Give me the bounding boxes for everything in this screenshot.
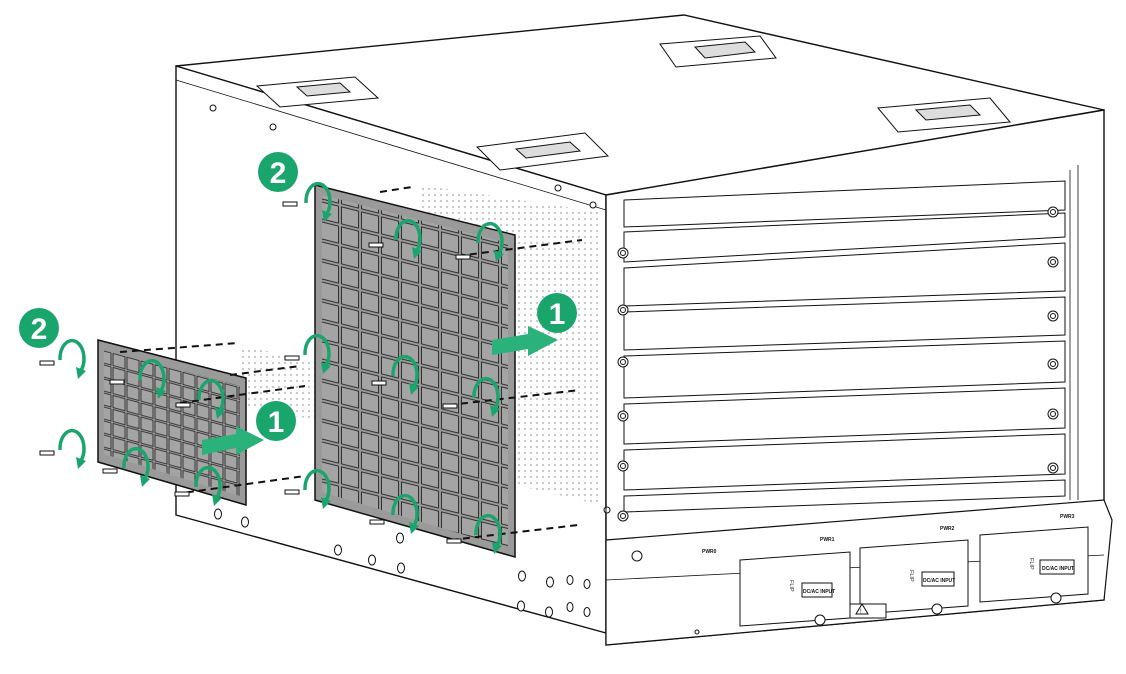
psu-flip-label: FLIP bbox=[788, 580, 794, 592]
clockwise-rotate-arrow-icon bbox=[58, 181, 504, 549]
psu-flip-label: FLIP bbox=[1028, 558, 1034, 570]
psu-flip-label: FLIP bbox=[908, 570, 914, 582]
dashed-leader-lines bbox=[119, 186, 583, 541]
psu-input-label: DC/AC INPUT bbox=[803, 589, 835, 595]
screw-icon bbox=[39, 201, 471, 544]
psu-modules bbox=[739, 526, 1089, 627]
psu-label-pwr1: PWR1 bbox=[820, 537, 835, 543]
psu-label-pwr0: PWR0 bbox=[702, 549, 717, 555]
step-number: 2 bbox=[31, 313, 48, 346]
vent-lower bbox=[240, 345, 315, 420]
top-handle bbox=[255, 35, 1011, 171]
svg-text:!: ! bbox=[860, 609, 862, 615]
step-badge: 2 bbox=[258, 152, 298, 192]
step-badge: 1 bbox=[256, 401, 296, 441]
psu-label-pwr2: PWR2 bbox=[940, 526, 955, 532]
psu-input-label: DC/AC INPUT bbox=[1042, 566, 1074, 572]
psu-input-label: DC/AC INPUT bbox=[923, 578, 955, 584]
step-number: 1 bbox=[268, 406, 285, 439]
rotate-arrowheads bbox=[76, 210, 504, 554]
step-number: 2 bbox=[270, 157, 287, 190]
step-badge: 2 bbox=[19, 308, 59, 348]
card-slots bbox=[623, 180, 1066, 513]
ground-screw-icon bbox=[631, 550, 643, 562]
push-arrow-icon bbox=[202, 326, 558, 455]
side-holes bbox=[209, 104, 614, 618]
psu-label-pwr3: PWR3 bbox=[1060, 514, 1075, 520]
step-badge: 1 bbox=[537, 293, 577, 333]
warning-icon: ! bbox=[855, 603, 869, 615]
step-number: 1 bbox=[549, 298, 566, 331]
thumb-screws bbox=[617, 206, 1059, 522]
